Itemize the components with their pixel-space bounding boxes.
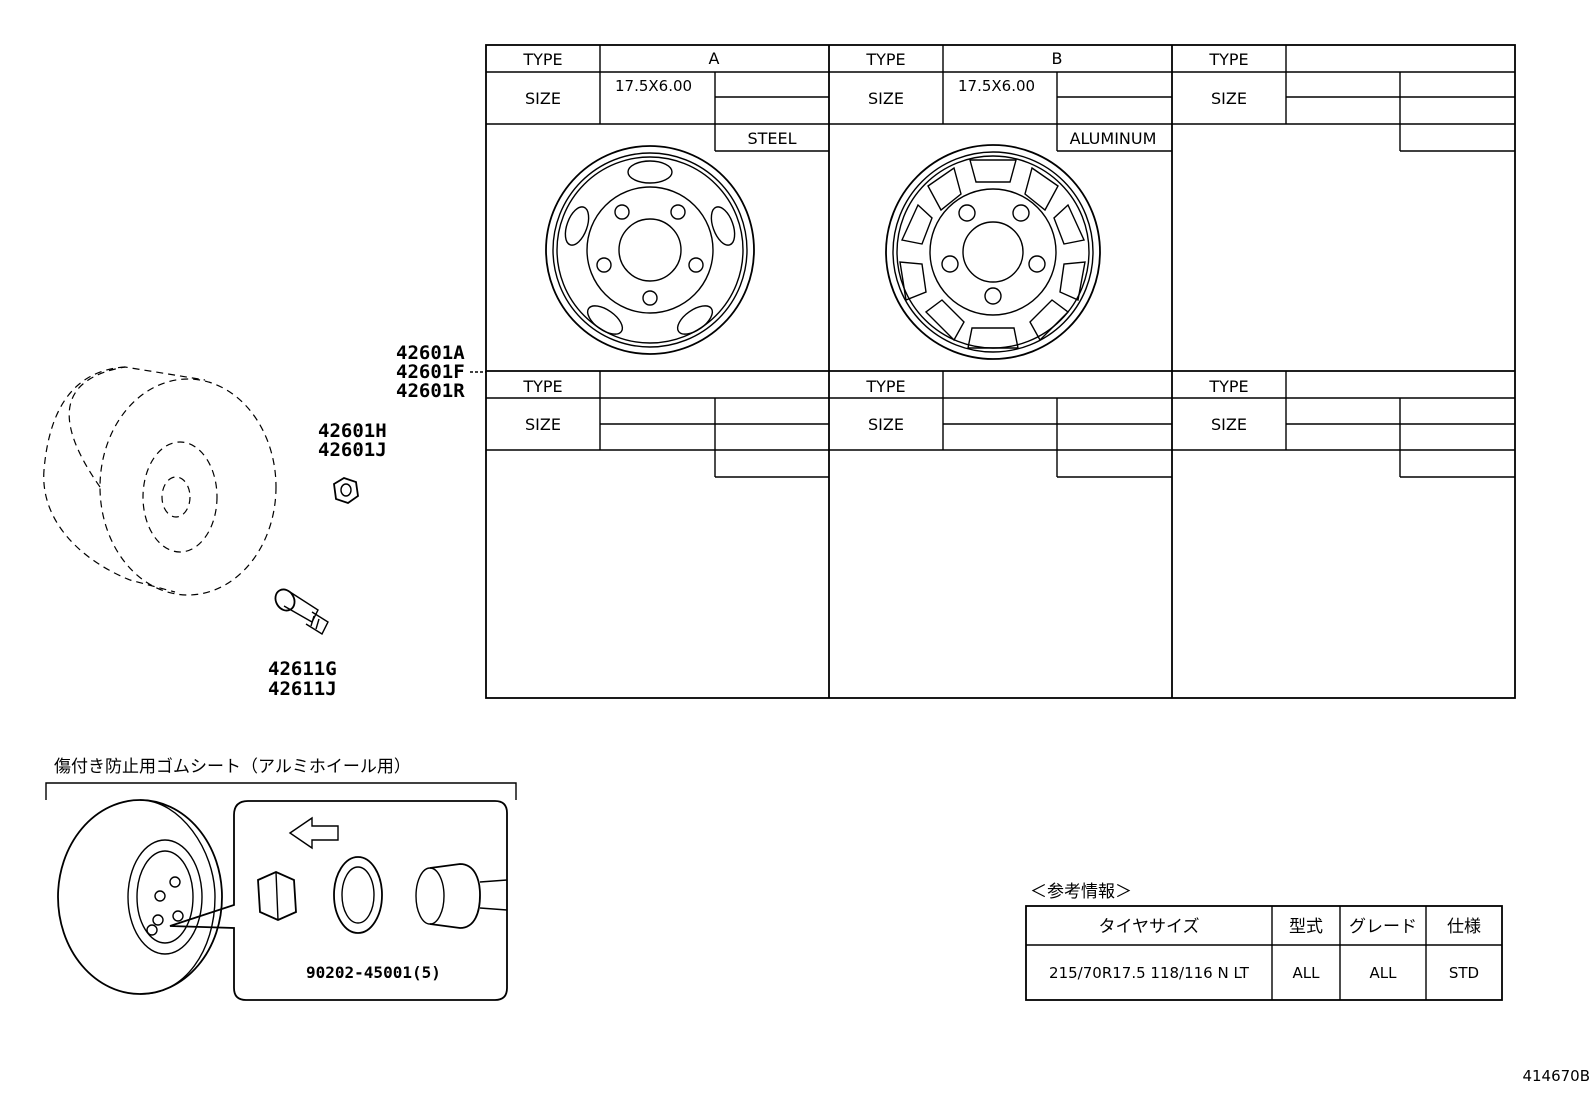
ref-header-spec: 仕様 bbox=[1447, 917, 1481, 937]
type-label: TYPE bbox=[865, 377, 905, 396]
reference-table bbox=[1025, 905, 1503, 1001]
material-steel: STEEL bbox=[747, 129, 796, 148]
part-number-42601h: 42601H bbox=[318, 420, 387, 442]
ref-cell-grade: ALL bbox=[1370, 964, 1398, 982]
rubber-sheet-title: 傷付き防止用ゴムシート（アルミホイール用） bbox=[54, 756, 411, 777]
type-label: TYPE bbox=[1208, 377, 1248, 396]
hub-nut-drawing bbox=[333, 477, 359, 504]
size-label: SIZE bbox=[1211, 415, 1247, 434]
detail-callout-box bbox=[169, 800, 508, 1001]
type-label: TYPE bbox=[1208, 50, 1248, 69]
part-number-42611g: 42611G bbox=[268, 658, 337, 680]
ref-header-tire-size: タイヤサイズ bbox=[1099, 917, 1200, 937]
type-b-value: B bbox=[1052, 49, 1063, 68]
reference-title: ＜参考情報＞ bbox=[1030, 882, 1132, 902]
material-aluminum: ALUMINUM bbox=[1070, 129, 1157, 148]
size-label: SIZE bbox=[868, 89, 904, 108]
part-number-42601a: 42601A bbox=[396, 342, 465, 364]
hub-bolt-drawing bbox=[274, 588, 329, 636]
type-label: TYPE bbox=[522, 377, 562, 396]
ref-header-grade: グレード bbox=[1349, 917, 1417, 937]
size-label: SIZE bbox=[868, 415, 904, 434]
part-number-90202: 90202-45001(5) bbox=[306, 963, 441, 982]
tire-wheel-assembly bbox=[43, 366, 277, 596]
part-number-42601j: 42601J bbox=[318, 439, 387, 461]
ref-cell-model: ALL bbox=[1293, 964, 1321, 982]
size-label: SIZE bbox=[525, 415, 561, 434]
tire-side-drawing bbox=[57, 799, 223, 995]
socket-drawing bbox=[415, 863, 508, 929]
lug-nut-drawing bbox=[257, 871, 297, 921]
ref-header-model: 型式 bbox=[1289, 917, 1323, 937]
part-number-42611j: 42611J bbox=[268, 678, 337, 700]
rubber-sheet-drawing bbox=[333, 856, 383, 934]
size-b-value: 17.5X6.00 bbox=[958, 77, 1035, 95]
part-number-42601r: 42601R bbox=[396, 380, 465, 402]
type-a-value: A bbox=[709, 49, 720, 68]
size-a-value: 17.5X6.00 bbox=[615, 77, 692, 95]
wheel-table: TYPE TYPE TYPE TYPE TYPE TYPE SIZE SIZE … bbox=[485, 44, 1516, 699]
type-label: TYPE bbox=[865, 50, 905, 69]
ref-cell-spec: STD bbox=[1449, 964, 1479, 982]
size-label: SIZE bbox=[1211, 89, 1247, 108]
type-label: TYPE bbox=[522, 50, 562, 69]
arrow-icon bbox=[288, 816, 339, 850]
aluminum-wheel-drawing bbox=[885, 144, 1101, 360]
part-number-42601f: 42601F bbox=[396, 361, 465, 383]
diagram-id: 414670B bbox=[1522, 1067, 1590, 1085]
section-bracket bbox=[45, 782, 517, 800]
steel-wheel-drawing bbox=[545, 145, 755, 355]
size-label: SIZE bbox=[525, 89, 561, 108]
ref-cell-tire-size: 215/70R17.5 118/116 N LT bbox=[1049, 964, 1250, 982]
